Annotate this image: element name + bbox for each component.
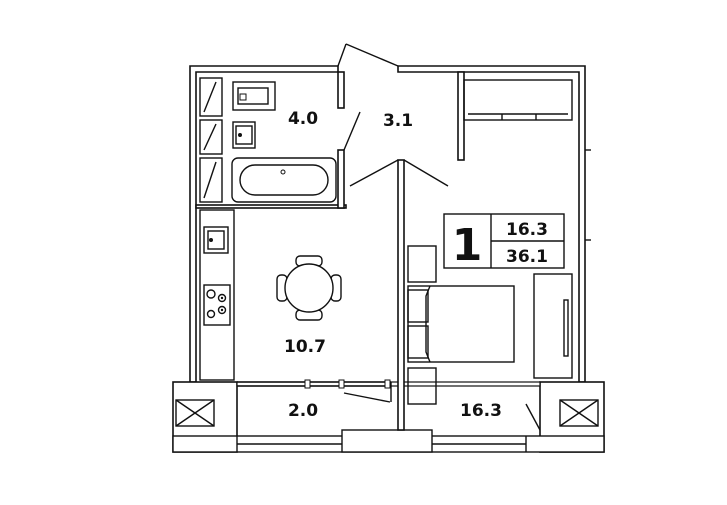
hall-area-label: 3.1 (383, 111, 413, 131)
exterior-walls (172, 65, 605, 453)
bathroom-area-label: 4.0 (288, 109, 318, 129)
kitchen-counter (199, 209, 235, 381)
balcony-door (343, 382, 392, 403)
bathroom-cabinets (199, 77, 223, 203)
ventilation-box-right (559, 399, 599, 427)
bathtub-icon (231, 157, 337, 203)
wardrobe-bedroom (533, 273, 573, 379)
sink-icon (232, 121, 256, 149)
room-count: 1 (452, 220, 483, 271)
balcony-area-label: 2.0 (288, 401, 318, 421)
bathroom-door (343, 111, 361, 151)
living-area-value: 16.3 (506, 220, 548, 240)
nightstand-top (407, 245, 437, 283)
toilet-icon (232, 81, 276, 111)
entrance-door (337, 43, 399, 67)
bed-icon (407, 285, 515, 363)
summary-box (443, 213, 565, 269)
kitchen-area-label: 10.7 (284, 337, 326, 357)
window-markers (304, 379, 391, 389)
total-area-value: 36.1 (506, 247, 548, 267)
bedroom-balcony-door (525, 403, 541, 431)
hall-doors (349, 159, 449, 187)
nightstand-bottom (407, 367, 437, 405)
bedroom-area-label: 16.3 (460, 401, 502, 421)
interior-walls (195, 71, 465, 431)
wardrobe-hall (463, 79, 573, 121)
ventilation-box-left (175, 399, 215, 427)
dining-table-icon (276, 255, 342, 321)
kitchen-sink-icon (203, 226, 229, 254)
stove-icon (203, 284, 231, 326)
